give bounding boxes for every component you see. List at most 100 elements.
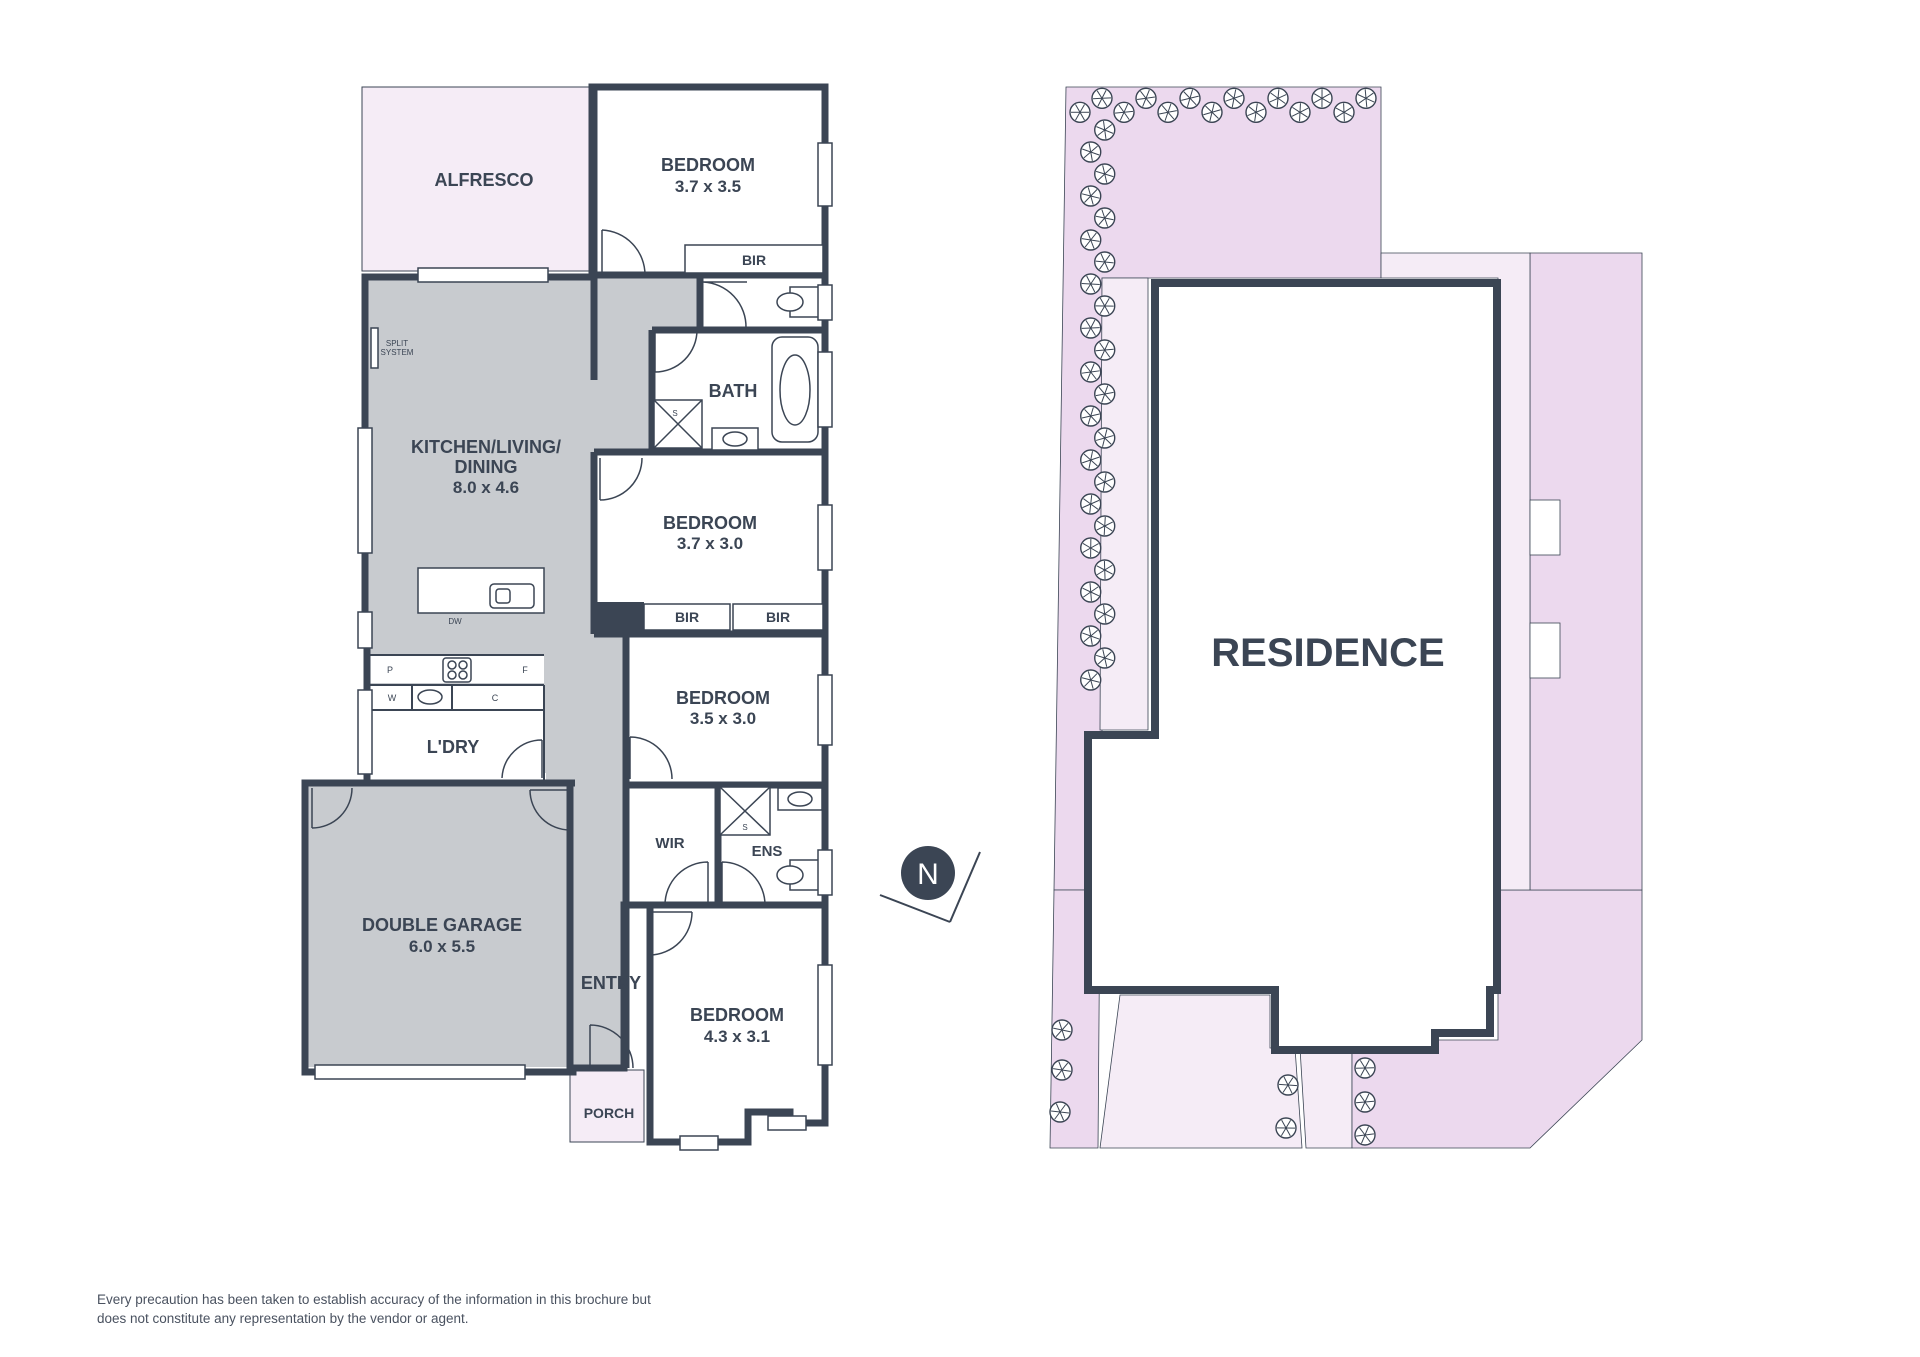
- tree-icon: [1080, 669, 1102, 691]
- tree-icon: [1094, 119, 1116, 141]
- tree-icon: [1355, 87, 1377, 109]
- bir1-label: BIR: [742, 252, 766, 268]
- disclaimer: Every precaution has been taken to estab…: [97, 1292, 651, 1326]
- dw-label: DW: [448, 617, 462, 626]
- bedroom2-label: BEDROOM: [663, 513, 757, 533]
- tree-icon: [1094, 427, 1116, 449]
- tree-icon: [1245, 101, 1267, 123]
- kitchen-label-2: DINING: [455, 457, 518, 477]
- bir2-label: BIR: [675, 609, 699, 625]
- tree-icon: [1094, 163, 1116, 185]
- tree-icon: [1311, 87, 1333, 109]
- tree-icon: [1094, 647, 1116, 669]
- tree-icon: [1354, 1091, 1376, 1113]
- tree-icon: [1201, 101, 1223, 123]
- bir-1: [684, 244, 824, 274]
- split-system-unit: [370, 327, 379, 369]
- laundry-floor: [368, 685, 544, 773]
- tree-icon: [1080, 317, 1102, 339]
- path-strip: [1299, 1047, 1353, 1149]
- tree-icon: [1094, 383, 1116, 405]
- tree-icon: [1080, 449, 1102, 471]
- bedroom4-size: 4.3 x 3.1: [704, 1027, 770, 1046]
- tree-icon: [1069, 101, 1091, 123]
- lot-front-right: [1351, 889, 1643, 1149]
- fridge-label: F: [522, 665, 528, 675]
- tree-icon: [1333, 101, 1355, 123]
- cooktop: [442, 657, 472, 683]
- alfresco-label: ALFRESCO: [435, 170, 534, 190]
- tree-icon: [1094, 207, 1116, 229]
- site-plan: RESIDENCE: [1049, 86, 1643, 1149]
- ens-label: ENS: [752, 843, 783, 860]
- entry-label: ENTRY: [581, 973, 641, 993]
- bedroom4-label: BEDROOM: [690, 1005, 784, 1025]
- bedroom2-size: 3.7 x 3.0: [677, 534, 743, 553]
- tree-icon: [1094, 471, 1116, 493]
- pantry-label: P: [387, 665, 393, 675]
- split-system-label-1: SPLIT: [386, 339, 408, 348]
- tree-icon: [1179, 87, 1201, 109]
- cupboard-label: C: [492, 693, 499, 703]
- laundry-tub: [417, 689, 443, 705]
- porch-area: [569, 1069, 645, 1143]
- wir-label: WIR: [655, 835, 684, 852]
- tree-icon: [1275, 1117, 1297, 1139]
- door-swings: [311, 229, 766, 1069]
- bedroom1-label: BEDROOM: [661, 155, 755, 175]
- residence-footprint: [1084, 279, 1501, 1054]
- tree-icon: [1354, 1057, 1376, 1079]
- tree-icon: [1051, 1019, 1073, 1041]
- tree-icon: [1080, 361, 1102, 383]
- shower-s1-label: S: [672, 409, 677, 418]
- bir3-label: BIR: [766, 609, 790, 625]
- laundry-label: L'DRY: [427, 737, 480, 757]
- tree-icon: [1080, 229, 1102, 251]
- tree-icon: [1354, 1124, 1376, 1146]
- tree-icon: [1080, 141, 1102, 163]
- tree-icon: [1080, 493, 1102, 515]
- tree-icon: [1113, 101, 1135, 123]
- shower-s2-label: S: [742, 823, 747, 832]
- north-label: N: [917, 858, 939, 891]
- residence-label: RESIDENCE: [1211, 631, 1444, 675]
- bir-3: [732, 603, 824, 631]
- tree-icon: [1277, 1074, 1299, 1096]
- kitchen-label-1: KITCHEN/LIVING/: [411, 437, 561, 457]
- interior-walls: [305, 87, 825, 1070]
- bedroom3-size: 3.5 x 3.0: [690, 709, 756, 728]
- windows: [314, 142, 833, 1151]
- tree-icon: [1157, 101, 1179, 123]
- tree-icon: [1080, 185, 1102, 207]
- tree-icon: [1080, 581, 1102, 603]
- porch-label: PORCH: [584, 1105, 635, 1121]
- tree-icon: [1223, 87, 1245, 109]
- tree-icon: [1289, 101, 1311, 123]
- tree-icon: [1051, 1059, 1073, 1081]
- tree-icon: [1094, 603, 1116, 625]
- north-arrow: N: [879, 846, 981, 923]
- tree-icon: [1267, 87, 1289, 109]
- lot-right-side: [1529, 252, 1643, 891]
- garage-label: DOUBLE GARAGE: [362, 915, 522, 935]
- alfresco-area: [361, 86, 590, 272]
- washer-label: W: [388, 693, 397, 703]
- kitchen-size: 8.0 x 4.6: [453, 478, 519, 497]
- tree-icon: [1094, 295, 1116, 317]
- tree-icon: [1080, 625, 1102, 647]
- split-system-label-2: SYSTEM: [381, 348, 414, 357]
- tree-icon: [1049, 1101, 1071, 1123]
- bedroom3-label: BEDROOM: [676, 688, 770, 708]
- tree-icon: [1080, 537, 1102, 559]
- tree-icon: [1091, 87, 1113, 109]
- tree-icon: [1135, 87, 1157, 109]
- tree-icon: [1094, 339, 1116, 361]
- bedroom1-size: 3.7 x 3.5: [675, 177, 741, 196]
- garage-size: 6.0 x 5.5: [409, 937, 475, 956]
- tree-icon: [1094, 515, 1116, 537]
- tree-icon: [1094, 559, 1116, 581]
- bir-2: [643, 603, 731, 631]
- tree-icon: [1080, 273, 1102, 295]
- bath-label: BATH: [709, 381, 758, 401]
